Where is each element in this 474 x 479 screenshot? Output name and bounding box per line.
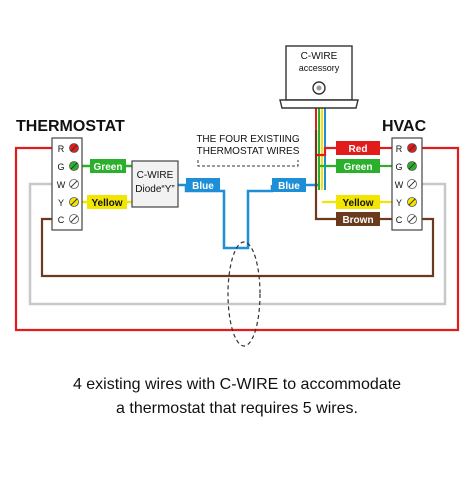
thermostat-title: THERMOSTAT bbox=[16, 118, 125, 135]
hvac-green-label-box bbox=[336, 159, 380, 173]
hvac-terminal-y: Y bbox=[396, 198, 402, 208]
existing-wires-bracket bbox=[197, 160, 299, 167]
blue-right-label-box bbox=[272, 178, 306, 192]
hvac-terminal-r: R bbox=[396, 144, 403, 154]
blue-left-label: Blue bbox=[192, 181, 214, 192]
brown-loop-wire bbox=[40, 217, 435, 278]
caption-line1: 4 existing wires with C-WIRE to accommod… bbox=[72, 376, 402, 393]
accessory-knob-center bbox=[316, 85, 322, 91]
hvac-red-label: Red bbox=[349, 144, 368, 155]
blue-left-label-box bbox=[186, 178, 220, 192]
red-loop-wire bbox=[14, 146, 460, 332]
caption-line2: a thermostat that requires 5 wires. bbox=[116, 400, 358, 417]
hvac-brown-wire bbox=[314, 130, 336, 221]
thermostat-green-label: Green bbox=[94, 162, 123, 173]
thermostat-green-label-box bbox=[90, 159, 126, 173]
cwire-diode-box: C-WIRE Diode“Y” bbox=[131, 160, 179, 208]
hvac-yellow-label-box bbox=[336, 195, 380, 209]
blue-wire bbox=[178, 183, 274, 250]
diode-box-frame bbox=[131, 160, 179, 208]
thermostat-yellow-label: Yellow bbox=[91, 198, 122, 209]
hvac-terminal-frame bbox=[391, 137, 423, 231]
hvac-terminal-block: R G W Y C bbox=[391, 137, 423, 231]
hvac-brown-label: Brown bbox=[342, 215, 373, 226]
blue-right-label: Blue bbox=[278, 181, 300, 192]
hvac-red-wire bbox=[316, 146, 336, 157]
hvac-terminal-g: G bbox=[395, 162, 402, 172]
thermostat-terminal-block: R G W Y C bbox=[51, 137, 83, 231]
accessory-label-line1: C-WIRE bbox=[301, 51, 338, 62]
white-loop-wire bbox=[28, 182, 447, 306]
hvac-yellow-label: Yellow bbox=[342, 198, 373, 209]
thermostat-yellow-label-box bbox=[87, 195, 127, 209]
hvac-terminal-w: W bbox=[395, 180, 404, 190]
thermostat-terminal-g: G bbox=[57, 162, 64, 172]
hvac-red-label-box bbox=[336, 141, 380, 155]
existing-wires-note-line1: THE FOUR EXISTIING bbox=[196, 134, 300, 145]
hvac-terminal-c: C bbox=[396, 215, 403, 225]
thermostat-terminal-c: C bbox=[58, 215, 65, 225]
cwire-accessory: C-WIRE accessory bbox=[279, 45, 359, 109]
thermostat-terminal-w: W bbox=[57, 180, 66, 190]
diode-box-line2: Diode“Y” bbox=[135, 184, 174, 195]
hvac-green-label: Green bbox=[344, 162, 373, 173]
thermostat-terminal-y: Y bbox=[58, 198, 64, 208]
accessory-label-line2: accessory bbox=[299, 63, 340, 73]
thermostat-terminal-r: R bbox=[58, 144, 65, 154]
diode-box-line1: C-WIRE bbox=[137, 170, 174, 181]
hvac-brown-label-box bbox=[336, 212, 380, 226]
existing-wires-note-line2: THERMOSTAT WIRES bbox=[197, 146, 300, 157]
existing-wires-ellipse bbox=[227, 241, 261, 347]
hvac-title: HVAC bbox=[382, 118, 427, 135]
accessory-base bbox=[279, 99, 359, 109]
